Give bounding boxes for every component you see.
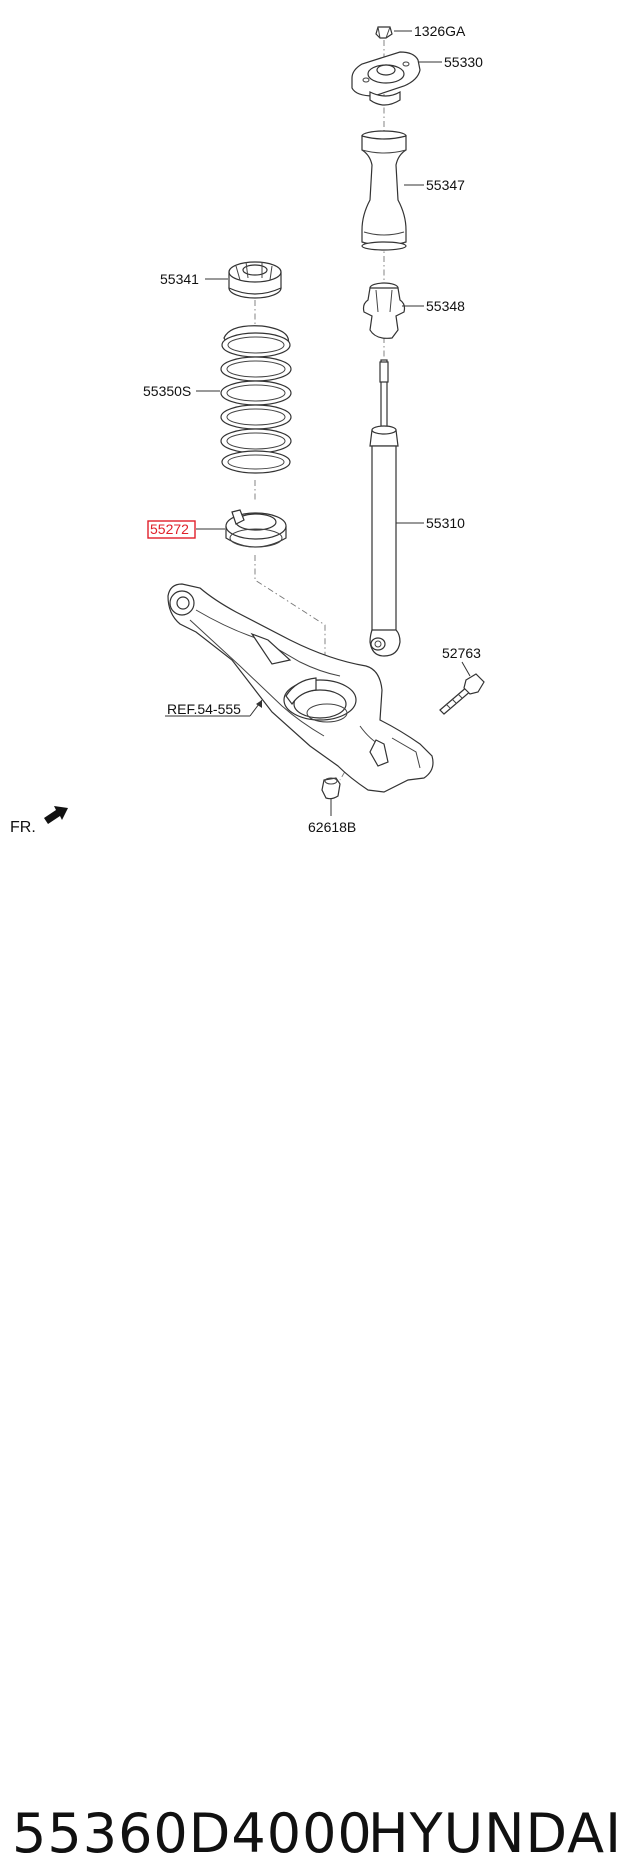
upper-mount-label: 55330 — [444, 54, 483, 70]
nut-bottom-label: 62618B — [308, 819, 356, 835]
lower-control-arm-part[interactable] — [167, 583, 434, 793]
bump-stopper-part[interactable] — [362, 282, 406, 339]
coil-spring-part[interactable] — [220, 325, 292, 474]
lower-spring-pad-label: 55272 — [150, 521, 189, 537]
nut-bottom-part[interactable] — [321, 777, 341, 800]
part-number: 55360D4000 — [12, 1802, 373, 1865]
bolt-part[interactable] — [439, 673, 485, 715]
upper-mount-part[interactable] — [351, 51, 421, 106]
bolt-leader — [461, 661, 471, 677]
reference-arrowhead — [256, 700, 262, 708]
brand-name: HYUNDAI — [368, 1802, 620, 1865]
front-indicator-label: FR. — [10, 819, 36, 836]
bump-stopper-label: 55348 — [426, 298, 465, 314]
parts-diagram: 1326GA 55330 55347 55348 — [10, 23, 485, 836]
dust-cover-part[interactable] — [361, 130, 407, 251]
lower-spring-pad-part[interactable] — [225, 509, 287, 548]
upper-spring-pad-label: 55341 — [160, 271, 199, 287]
shock-absorber-part[interactable] — [369, 359, 401, 657]
front-arrow-icon — [44, 806, 68, 824]
caption-bar: 55360D4000 HYUNDAI — [0, 900, 620, 1865]
nut-top-part[interactable] — [375, 26, 393, 39]
nut-top-label: 1326GA — [414, 23, 466, 39]
shock-absorber-label: 55310 — [426, 515, 465, 531]
dust-cover-label: 55347 — [426, 177, 465, 193]
lower-spring-pad-highlight — [147, 520, 196, 539]
reference-label: REF.54-555 — [167, 701, 241, 717]
bolt-label: 52763 — [442, 645, 481, 661]
upper-spring-pad-part[interactable] — [228, 261, 282, 299]
coil-spring-label: 55350S — [143, 383, 191, 399]
